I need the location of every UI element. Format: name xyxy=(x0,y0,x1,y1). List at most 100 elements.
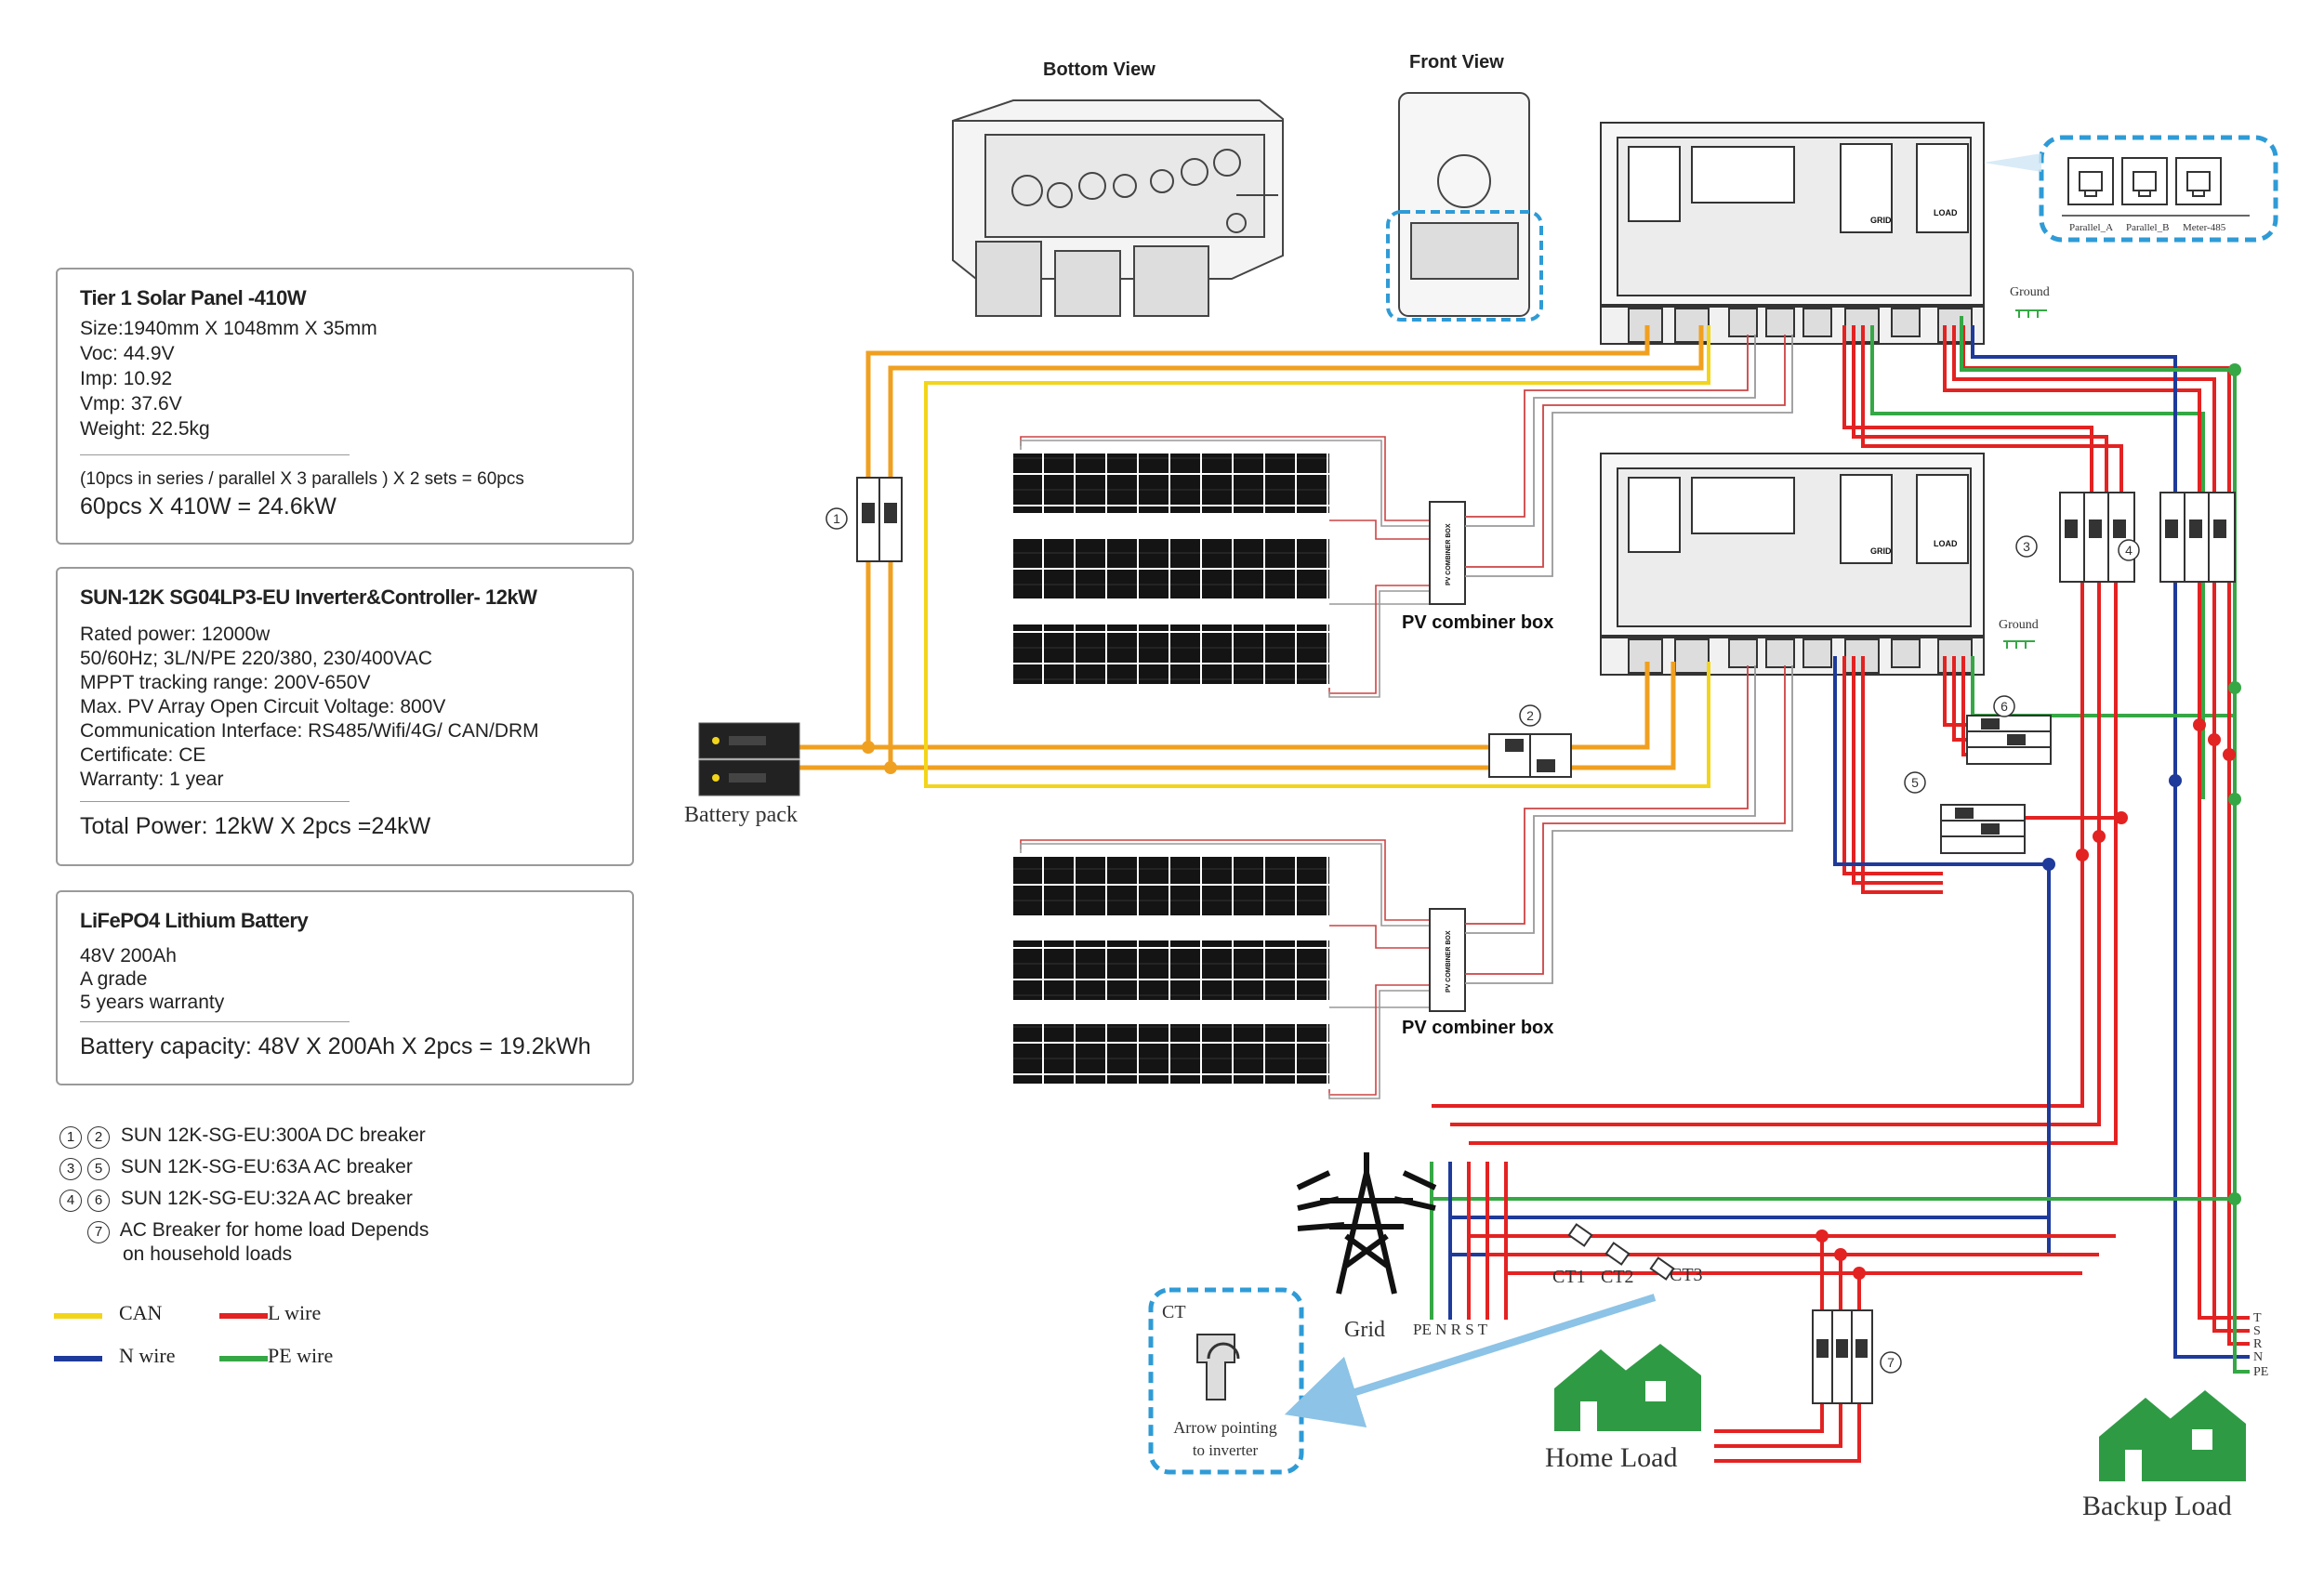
ac-breaker-5 xyxy=(1940,804,2026,854)
divider xyxy=(80,454,350,455)
pv-combiner-box-2 xyxy=(1429,908,1466,1012)
breaker-marker-1: 1 xyxy=(833,511,840,526)
n-wire-label: N wire xyxy=(119,1344,176,1367)
solar-panel-total: 60pcs X 410W = 24.6kW xyxy=(80,493,337,519)
home-load-icon xyxy=(1554,1344,1701,1431)
solar-panel-weight: Weight: 22.5kg xyxy=(80,418,210,440)
marker-icon: 7 xyxy=(87,1221,110,1243)
breaker-marker-2: 2 xyxy=(1526,708,1534,723)
inverter-rated-power: Rated power: 12000w xyxy=(80,624,271,645)
port-meter-485: Meter-485 xyxy=(2183,222,2226,233)
marker-icon: 3 xyxy=(59,1158,82,1180)
pv-combiner-label-2: PV combiner box xyxy=(1402,1018,1553,1038)
ct3-label: CT3 xyxy=(1670,1265,1703,1285)
ct-clamps xyxy=(1567,1223,1675,1281)
battery-grade: A grade xyxy=(80,968,148,990)
inverter-1-grid-label: GRID xyxy=(1870,216,1892,225)
battery-total: Battery capacity: 48V X 200Ah X 2pcs = 1… xyxy=(80,1033,591,1059)
dc-breaker-1 xyxy=(856,477,903,562)
inverter-warranty: Warranty: 1 year xyxy=(80,769,224,790)
grid-tower-icon xyxy=(1296,1152,1437,1295)
pv-string-wires-1 xyxy=(1020,436,1432,698)
n-wire-swatch xyxy=(54,1356,102,1361)
breaker-marker-7: 7 xyxy=(1887,1355,1895,1370)
inverter-1 xyxy=(1600,122,1985,345)
solar-panel-config: (10pcs in series / parallel X 3 parallel… xyxy=(80,469,524,489)
breaker-text: SUN 12K-SG-EU:63A AC breaker xyxy=(120,1156,413,1177)
solar-panel-size: Size:1940mm X 1048mm X 35mm xyxy=(80,318,377,339)
backup-terminal-r: R xyxy=(2253,1337,2263,1351)
marker-icon: 4 xyxy=(59,1190,82,1212)
l-wire-swatch xyxy=(219,1313,268,1319)
junction-dots xyxy=(1816,363,2241,1280)
can-wire xyxy=(924,325,1710,788)
ct-callout-box xyxy=(1148,1287,1657,1475)
solar-array-1 xyxy=(1013,454,1329,684)
inverter-title: SUN-12K SG04LP3-EU Inverter&Controller- … xyxy=(80,585,537,609)
grid-terminals-label: PE N R S T xyxy=(1413,1321,1488,1338)
home-load-label: Home Load xyxy=(1545,1442,1677,1473)
marker-icon: 6 xyxy=(87,1190,110,1212)
ground-icon xyxy=(2015,309,2047,318)
bottom-view-label: Bottom View xyxy=(1043,59,1155,80)
pv-to-inverter-wires xyxy=(1465,335,1793,984)
marker-icon: 5 xyxy=(87,1158,110,1180)
l-wire-label: L wire xyxy=(268,1301,322,1324)
ground-icon xyxy=(2003,640,2035,649)
solar-array-2 xyxy=(1013,857,1329,1084)
inverter-2 xyxy=(1600,453,1985,676)
bottom-view-illustration xyxy=(952,99,1284,317)
battery-title: LiFePO4 Lithium Battery xyxy=(80,909,309,932)
ct2-label: CT2 xyxy=(1601,1267,1634,1287)
pv-string-wires-2 xyxy=(1020,839,1432,1099)
breaker-marker-4: 4 xyxy=(2125,543,2133,558)
combiner-vertical-label-2: PV COMBINER BOX xyxy=(1446,930,1452,993)
can-label: CAN xyxy=(119,1301,163,1324)
pe-wire-label: PE wire xyxy=(268,1344,334,1367)
backup-terminal-s: S xyxy=(2253,1324,2261,1338)
ct-box-line1: Arrow pointing xyxy=(1173,1418,1277,1437)
breaker-text: SUN 12K-SG-EU:300A DC breaker xyxy=(120,1124,426,1146)
backup-terminal-n: N xyxy=(2253,1350,2263,1364)
pv-combiner-label-1: PV combiner box xyxy=(1402,612,1553,633)
port-parallel-b: Parallel_B xyxy=(2126,222,2169,233)
inverter-max-pv: Max. PV Array Open Circuit Voltage: 800V xyxy=(80,696,446,717)
solar-panel-imp: Imp: 10.92 xyxy=(80,368,173,389)
breaker-text: AC Breaker for home load Depends xyxy=(119,1219,429,1241)
combiner-vertical-label-1: PV COMBINER BOX xyxy=(1446,523,1452,585)
ac-breaker-4 xyxy=(2159,492,2236,583)
ground-label-1: Ground xyxy=(2010,285,2050,299)
marker-icon: 1 xyxy=(59,1126,82,1149)
solar-panel-vmp: Vmp: 37.6V xyxy=(80,393,182,414)
breaker-legend-7: 7 AC Breaker for home load Depends xyxy=(87,1219,429,1243)
ac-breaker-7 xyxy=(1812,1309,1873,1404)
inverter-total: Total Power: 12kW X 2pcs =24kW xyxy=(80,813,431,839)
battery-pack-icon xyxy=(698,722,800,796)
battery-spec-box: LiFePO4 Lithium Battery 48V 200Ah A grad… xyxy=(56,890,634,1085)
divider xyxy=(80,801,350,802)
marker-icon: 2 xyxy=(87,1126,110,1149)
solar-panel-title: Tier 1 Solar Panel -410W xyxy=(80,286,307,309)
ct-box-line2: to inverter xyxy=(1193,1441,1259,1459)
backup-terminal-t: T xyxy=(2253,1311,2262,1325)
inverter-frequency: 50/60Hz; 3L/N/PE 220/380, 230/400VAC xyxy=(80,648,433,669)
solar-panel-voc: Voc: 44.9V xyxy=(80,343,175,364)
grid-label: Grid xyxy=(1344,1318,1385,1342)
inverter-1-load-label: LOAD xyxy=(1934,208,1958,217)
battery-capacity: 48V 200Ah xyxy=(80,945,177,967)
port-callout xyxy=(1984,135,2278,243)
breaker-marker-6: 6 xyxy=(2000,699,2008,714)
breaker-marker-3: 3 xyxy=(2023,539,2030,554)
breaker-marker-5: 5 xyxy=(1911,775,1919,790)
breaker-legend-7-line2: on household loads xyxy=(123,1243,293,1265)
ac-breaker-6 xyxy=(1966,715,2052,765)
backup-load-label: Backup Load xyxy=(2082,1491,2232,1521)
battery-pack-label: Battery pack xyxy=(684,803,798,827)
inverter-comm: Communication Interface: RS485/Wifi/4G/ … xyxy=(80,720,539,742)
port-parallel-a: Parallel_A xyxy=(2069,222,2113,233)
inverter-mppt: MPPT tracking range: 200V-650V xyxy=(80,672,371,693)
inverter-2-load-label: LOAD xyxy=(1934,539,1958,548)
